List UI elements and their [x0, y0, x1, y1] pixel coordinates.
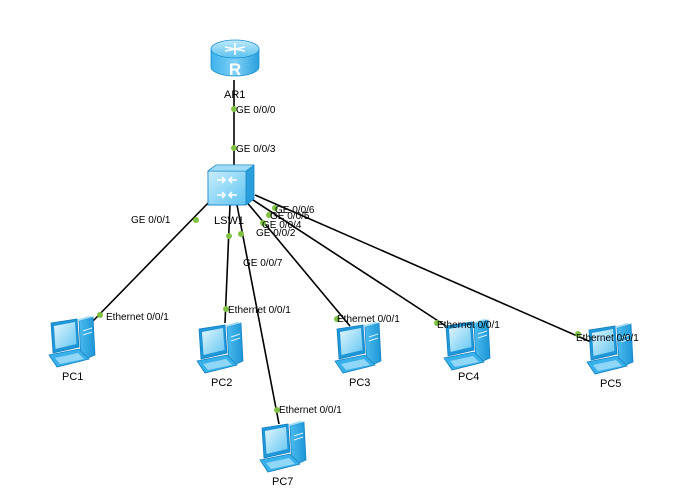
link-lsw1-pc1[interactable]	[91, 197, 214, 323]
port-label-lsw1-ge003: GE 0/0/3	[236, 144, 276, 155]
svg-text:R: R	[229, 60, 241, 79]
pc3-label: PC3	[349, 377, 370, 389]
port-dot	[231, 145, 237, 151]
port-dot	[266, 212, 272, 218]
port-label-pc5-eth: Ethernet 0/0/1	[576, 333, 639, 344]
port-label-pc3-eth: Ethernet 0/0/1	[337, 314, 400, 325]
port-dot	[231, 106, 237, 112]
pc-icon[interactable]	[196, 321, 244, 374]
pc1-label: PC1	[62, 371, 83, 383]
link-lsw1-pc2[interactable]	[224, 204, 231, 324]
pc-icon[interactable]	[259, 420, 307, 473]
pc-icon[interactable]	[48, 315, 96, 368]
port-label-lsw1-ge006: GE 0/0/6	[275, 205, 315, 216]
port-dot	[274, 407, 280, 413]
port-dot	[193, 217, 199, 223]
link-lsw1-pc4[interactable]	[249, 197, 453, 331]
pc5-label: PC5	[600, 378, 621, 390]
port-dot	[97, 312, 103, 318]
port-label-pc4-eth: Ethernet 0/0/1	[437, 320, 500, 331]
port-dot	[575, 331, 581, 337]
port-label-lsw1-ge001: GE 0/0/1	[131, 215, 171, 226]
port-label-lsw1-ge005: GE 0/0/5	[270, 211, 310, 222]
port-label-pc7-eth: Ethernet 0/0/1	[279, 405, 342, 416]
links	[91, 80, 592, 425]
port-label-lsw1-ge002: GE 0/0/2	[256, 228, 296, 239]
port-dots	[97, 106, 581, 413]
port-dot	[334, 316, 340, 322]
pc-icon[interactable]	[334, 321, 382, 374]
port-label-pc1-eth: Ethernet 0/0/1	[106, 312, 169, 323]
switch-icon[interactable]	[207, 164, 255, 206]
port-label-pc2-eth: Ethernet 0/0/1	[228, 305, 291, 316]
pc2-label: PC2	[211, 377, 232, 389]
port-label-lsw1-ge004: GE 0/0/4	[262, 220, 302, 231]
router-label: AR1	[224, 89, 245, 101]
port-label-lsw1-ge007: GE 0/0/7	[243, 258, 283, 269]
port-dot	[238, 231, 244, 237]
router-icon[interactable]: R	[210, 39, 260, 79]
link-lsw1-pc5[interactable]	[254, 194, 592, 343]
pc-icon[interactable]	[586, 322, 634, 375]
port-dot	[226, 233, 232, 239]
port-dot	[434, 320, 440, 326]
pc4-label: PC4	[458, 371, 479, 383]
port-dot	[223, 306, 229, 312]
switch-label: LSW1	[214, 215, 244, 227]
link-lsw1-pc7[interactable]	[236, 204, 280, 425]
port-dot	[260, 220, 266, 226]
port-label-ar1-ge000: GE 0/0/0	[236, 105, 276, 116]
pc7-label: PC7	[272, 476, 293, 488]
port-dot	[272, 205, 278, 211]
port-labels: GE 0/0/0 GE 0/0/3 GE 0/0/1 Ethernet 0/0/…	[106, 105, 639, 416]
